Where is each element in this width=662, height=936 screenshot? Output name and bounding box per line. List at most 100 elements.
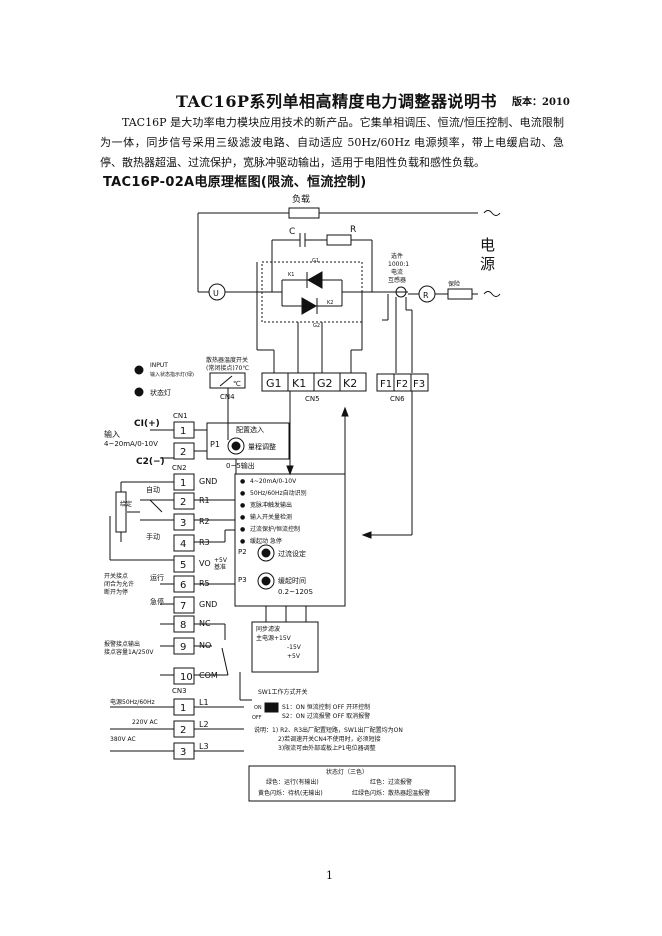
alarm-note-1: 报警接点输出 (104, 640, 140, 648)
cn3-pin-l3: L3 (199, 742, 209, 751)
p1-label: P1 (210, 440, 220, 449)
ci-minus-label: C2(−) (136, 457, 165, 467)
input-label-2: 4~20mA/0-10V (104, 440, 158, 448)
cn2-pin-number: 2 (180, 497, 186, 508)
control-board: ●4~20mA/0-10V ●50Hz/60Hz自动识别 ●宽脉冲触发输出 ●输… (234, 473, 346, 701)
cn3-terminal: CN3 1 2 3 L1 L2 L3 电源50Hz/60Hz 220V AC 3… (110, 687, 244, 760)
input-label-1: 输入 (104, 429, 120, 439)
input-led-label: INPUT (150, 362, 168, 369)
cn2-pin-label: R2 (199, 517, 210, 526)
cn5-pin-k2: K2 (343, 377, 357, 390)
cn2-pin-number: 5 (180, 560, 186, 571)
g2-label: G2 (313, 323, 320, 329)
v380-label: 380V AC (110, 736, 136, 743)
led-line-1a: 绿色：运行(有输出) (266, 778, 319, 786)
stop-label: 急停 (150, 597, 164, 606)
cn2-pin-box (173, 492, 195, 510)
cn6-pin-f3: F3 (413, 379, 425, 390)
g1-label: G1 (312, 258, 319, 264)
cn2-pin-box (173, 667, 195, 685)
cn1-label: CN1 (173, 412, 188, 420)
cn2-pin-number: 10 (180, 672, 193, 683)
cn6-pin-f1: F1 (380, 379, 392, 390)
sw-note-2: 2)若调速开关CN4不使用时，必须短接 (278, 735, 381, 743)
input-led-sub: 输入状态指示灯(绿) (150, 371, 194, 378)
svg-text:℃: ℃ (233, 380, 241, 388)
sw-s1: S1：ON 恒流控制 OFF 开环控制 (282, 703, 370, 711)
led-legend: 状态灯（三色） 绿色：运行(有输出) 红色：过流报警 黄色闪烁：待机(无输出) … (248, 765, 456, 802)
sw-note-1: 说明：1) R2、R3出厂配置短路，SW1出厂配置均为ON (254, 726, 403, 734)
led-title: 状态灯（三色） (326, 768, 368, 776)
cn2-pin-number: 4 (180, 539, 186, 550)
psu-line-4: +5V (287, 653, 301, 660)
k2-label: K2 (327, 300, 333, 306)
out-05-label: 0~5输出 (226, 461, 255, 470)
cn2-label: CN2 (172, 464, 187, 472)
cn5-pin-g1: G1 (266, 377, 282, 390)
cn2-pin-label: GND (199, 600, 217, 609)
r-node-label: R (423, 291, 429, 300)
psu-line-3: -15V (287, 644, 302, 651)
board-line-4: 输入开关量检测 (250, 513, 292, 521)
cn3-pin-num-3: 3 (180, 747, 186, 758)
run-label: 运行 (150, 573, 164, 582)
cn5-pin-g2: G2 (317, 377, 333, 390)
svg-text:●: ● (240, 538, 245, 545)
switch-note-3: 断开为停 (104, 588, 128, 596)
svg-text:●: ● (240, 478, 245, 485)
power-circuit: 负载 U C R G1 K1 K2 G2 选件 (197, 193, 501, 373)
res-label: R (350, 225, 356, 235)
psu-line-2: 主电源+15V (256, 634, 292, 642)
cn2-pin-box (173, 596, 195, 614)
svg-text:●: ● (240, 490, 245, 497)
cn3-pin-num-1: 1 (180, 703, 186, 714)
k1-label: K1 (288, 272, 294, 278)
vo-note-1: +5V (214, 557, 228, 564)
board-line-1: 4~20mA/0-10V (250, 478, 297, 485)
power-label-1: 电 (480, 236, 495, 254)
cn3-pin-l1: L1 (199, 698, 209, 707)
cn2-pin-box (173, 534, 195, 552)
p3-desc-1: 缓起时间 (278, 576, 306, 585)
pot-label: 给定 (120, 500, 132, 508)
load-label: 负载 (292, 193, 310, 205)
board-line-5: 过流保护/恒流控制 (250, 525, 300, 533)
led-line-2b: 红绿色闪烁：散热器超温报警 (352, 789, 430, 797)
temp-switch-line-1: 散热器温度开关 (206, 356, 248, 364)
p1-adjust: 量程调整 (248, 442, 276, 451)
led-line-2a: 黄色闪烁：待机(无输出) (258, 789, 323, 797)
sw-note-3: 3)限流可由外部或板上P1电位器调整 (278, 744, 376, 752)
cn2-pin-number: 3 (180, 518, 186, 529)
cn6-label: CN6 (390, 395, 405, 403)
ct-line-1: 选件 (391, 252, 403, 260)
svg-text:2: 2 (180, 447, 186, 458)
indicators: INPUT 输入状态指示灯(绿) 状态灯 散热器温度开关 (常闭接点)70℃ ℃… (134, 356, 249, 440)
cn3-pin-l2: L2 (199, 720, 209, 729)
cn3-pin-num-2: 2 (180, 725, 186, 736)
ct-line-3: 电流 (391, 268, 403, 276)
status-led-label: 状态灯 (150, 388, 171, 397)
sw-on: ON (254, 705, 262, 711)
fuse-label: 保险 (448, 280, 460, 288)
p1-desc: 配置选入 (236, 425, 264, 434)
cn1-terminal: CN1 1 2 CI(+) C2(−) 输入 4~20mA/0-10V P1 配… (104, 412, 290, 474)
sw-title: SW1工作方式开关 (258, 688, 308, 696)
cn2-pin-box (173, 555, 195, 573)
power-label-2: 源 (480, 255, 495, 273)
v220-label: 220V AC (132, 719, 158, 726)
sw-off: OFF (252, 715, 262, 721)
cn2-pin-number: 8 (180, 620, 186, 631)
sw-s2: S2：ON 过流报警 OFF 取消报警 (282, 712, 370, 720)
svg-text:●: ● (240, 526, 245, 533)
cn5-pin-k1: K1 (292, 377, 306, 390)
ci-plus-label: CI(+) (134, 419, 160, 429)
manual-label: 手动 (146, 532, 160, 541)
temp-switch-line-2: (常闭接点)70℃ (206, 364, 249, 372)
version-label: 版本：2010 (512, 97, 570, 108)
auto-label: 自动 (146, 485, 160, 494)
p3-desc-2: 0.2~120S (278, 588, 313, 596)
power-input-label: 电源50Hz/60Hz (110, 698, 155, 706)
u-node-label: U (213, 289, 219, 298)
